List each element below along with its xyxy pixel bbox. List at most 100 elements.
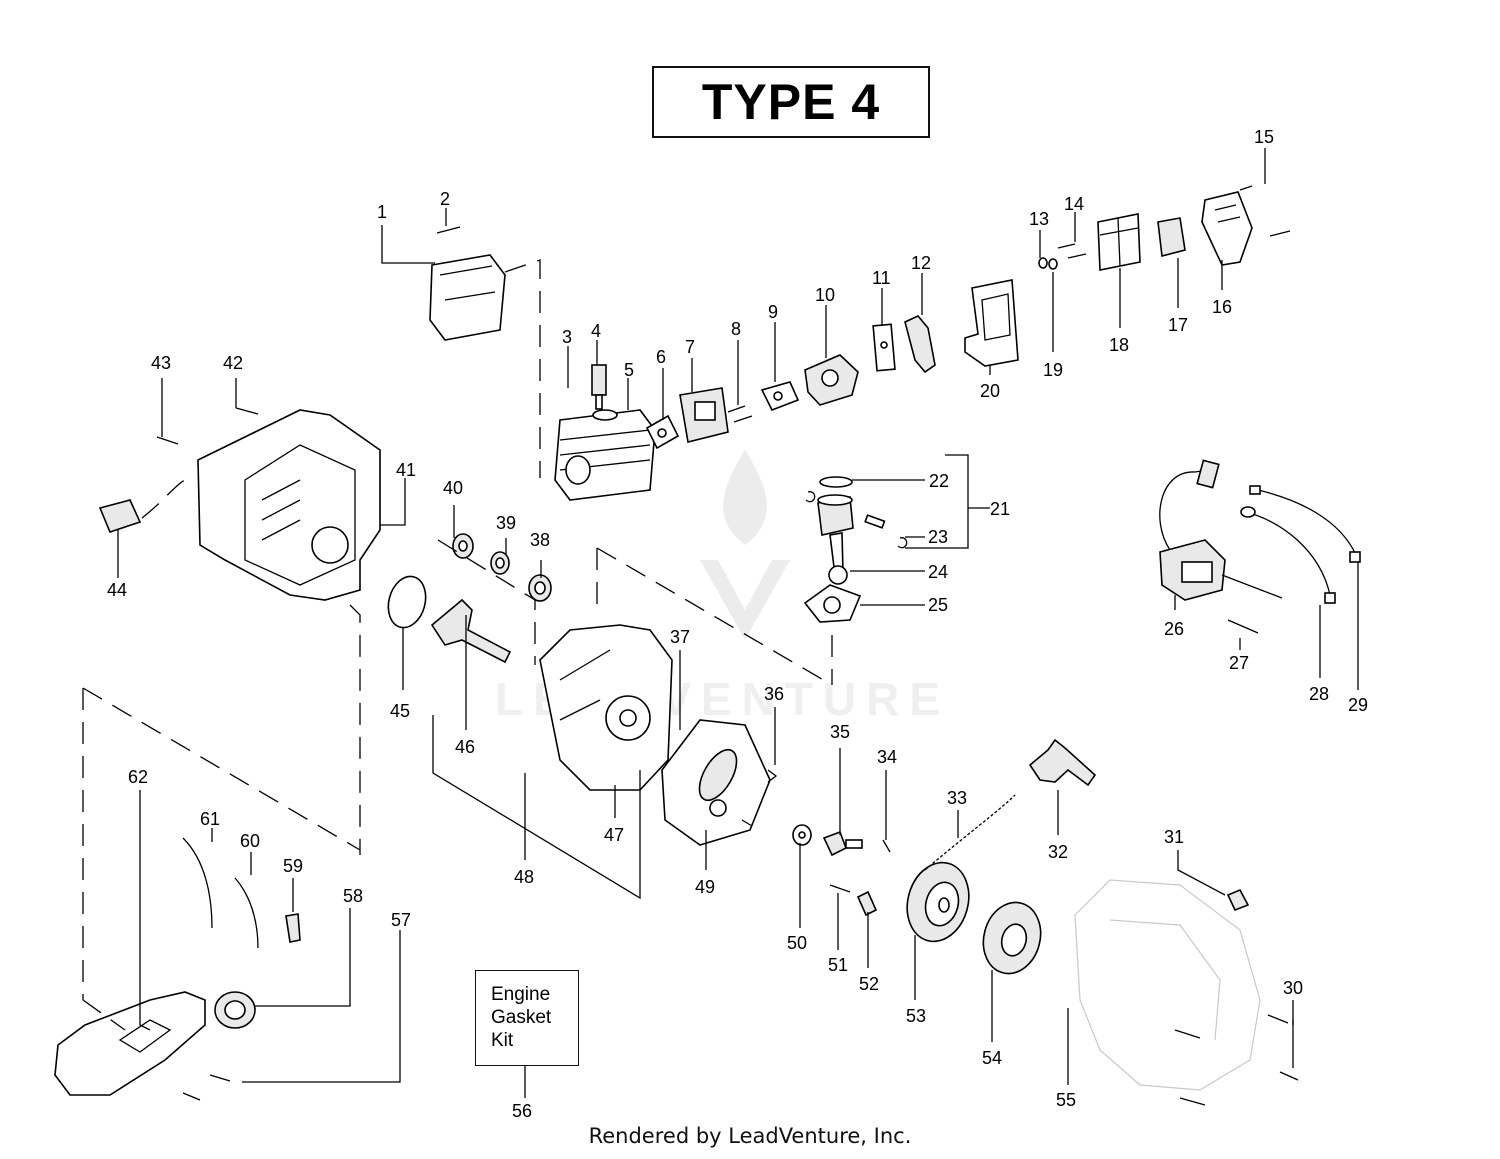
part-crankshaft bbox=[430, 598, 512, 664]
part-gasket-small bbox=[872, 323, 896, 372]
callout-16: 16 bbox=[1212, 297, 1232, 317]
kit-label-line-3: Kit bbox=[491, 1030, 514, 1051]
callout-13: 13 bbox=[1029, 209, 1049, 229]
callout-59: 59 bbox=[283, 856, 303, 876]
callout-6: 6 bbox=[656, 347, 666, 367]
callout-50: 50 bbox=[787, 933, 807, 953]
callout-4: 4 bbox=[591, 321, 601, 341]
part-intake-gasket bbox=[645, 414, 680, 450]
callout-5: 5 bbox=[624, 360, 634, 380]
diagram-title: TYPE 4 bbox=[701, 74, 881, 130]
callout-41: 41 bbox=[396, 460, 416, 480]
part-adapter-plate bbox=[679, 387, 729, 443]
part-o-rings bbox=[1038, 257, 1058, 270]
part-bearing-40 bbox=[452, 533, 474, 559]
callout-57: 57 bbox=[391, 910, 411, 930]
part-bearing-38 bbox=[528, 574, 552, 602]
part-cover-screws bbox=[1239, 185, 1291, 237]
callout-47: 47 bbox=[604, 825, 624, 845]
part-ignition-module bbox=[1159, 459, 1226, 601]
callout-18: 18 bbox=[1109, 335, 1129, 355]
callout-54: 54 bbox=[982, 1048, 1002, 1068]
part-fuel-line-61 bbox=[182, 837, 213, 929]
callout-14: 14 bbox=[1064, 194, 1084, 214]
callout-22: 22 bbox=[929, 471, 949, 491]
callout-30: 30 bbox=[1283, 978, 1303, 998]
callout-29: 29 bbox=[1348, 695, 1368, 715]
callout-35: 35 bbox=[830, 722, 850, 742]
part-tank-screws bbox=[182, 1074, 231, 1101]
callout-10: 10 bbox=[815, 285, 835, 305]
part-starter-handle bbox=[1028, 738, 1097, 787]
part-piston-ring bbox=[819, 476, 853, 488]
callout-24: 24 bbox=[928, 562, 948, 582]
callout-45: 45 bbox=[390, 701, 410, 721]
callout-7: 7 bbox=[685, 337, 695, 357]
callout-11: 11 bbox=[872, 268, 891, 288]
callout-60: 60 bbox=[240, 831, 260, 851]
part-cylinder bbox=[554, 409, 656, 501]
callout-55: 55 bbox=[1056, 1090, 1076, 1110]
assembly-dashed-lines bbox=[82, 259, 833, 1031]
callout-15: 15 bbox=[1254, 127, 1274, 147]
part-spring bbox=[741, 769, 778, 827]
part-pawl bbox=[856, 890, 878, 917]
callout-17: 17 bbox=[1168, 315, 1188, 335]
callout-52: 52 bbox=[859, 974, 879, 994]
part-seal-ring bbox=[387, 575, 427, 629]
part-starter-housing bbox=[1074, 879, 1261, 1091]
part-small-screw-34 bbox=[882, 839, 891, 853]
leader-lines bbox=[117, 148, 1359, 1098]
part-grommet bbox=[285, 913, 301, 943]
part-spark-plug bbox=[591, 364, 607, 410]
callout-20: 20 bbox=[980, 381, 1000, 401]
kit-label-line-1: Engine bbox=[491, 984, 551, 1005]
callout-27: 27 bbox=[1229, 653, 1249, 673]
callout-38: 38 bbox=[530, 530, 550, 550]
callout-33: 33 bbox=[947, 788, 967, 808]
watermark-logo bbox=[700, 450, 790, 640]
part-screw-51 bbox=[829, 884, 851, 893]
part-starter-pulley bbox=[906, 861, 970, 943]
part-muffler-cover bbox=[429, 254, 506, 341]
callout-58: 58 bbox=[343, 886, 363, 906]
part-housing-screws bbox=[156, 407, 259, 445]
callout-31: 31 bbox=[1164, 827, 1184, 847]
callout-labels: 1 2 3 4 5 6 7 8 9 10 11 12 13 14 15 16 1… bbox=[107, 127, 1368, 1121]
part-starter-spring bbox=[982, 901, 1042, 975]
part-ground-wire bbox=[1240, 506, 1336, 604]
callout-51: 51 bbox=[828, 955, 848, 975]
part-carb-screws bbox=[727, 405, 753, 423]
callout-61: 61 bbox=[200, 809, 220, 829]
part-air-filter bbox=[1157, 217, 1186, 258]
part-air-box-bracket bbox=[964, 279, 1019, 367]
callout-44: 44 bbox=[107, 580, 127, 600]
part-fuel-line-60 bbox=[234, 877, 259, 949]
callout-9: 9 bbox=[768, 302, 778, 322]
part-clip bbox=[98, 479, 186, 533]
engine-gasket-kit-box: Engine Gasket Kit bbox=[475, 970, 579, 1066]
callout-43: 43 bbox=[151, 353, 171, 373]
part-washer bbox=[792, 824, 812, 846]
part-bearing-39 bbox=[490, 551, 510, 575]
footer-credit: Rendered by LeadVenture, Inc. bbox=[588, 1124, 912, 1148]
callout-39: 39 bbox=[496, 513, 516, 533]
part-module-screws bbox=[1221, 574, 1283, 634]
callout-48: 48 bbox=[514, 867, 534, 887]
part-stop-wire bbox=[1249, 485, 1361, 563]
callout-2: 2 bbox=[440, 189, 450, 209]
part-crankcase-half bbox=[661, 719, 771, 846]
part-piston-pin bbox=[864, 514, 886, 529]
callout-62: 62 bbox=[128, 767, 148, 787]
part-carb-gasket bbox=[760, 381, 800, 412]
callout-34: 34 bbox=[877, 747, 897, 767]
callout-37: 37 bbox=[670, 627, 690, 647]
part-circlips bbox=[805, 491, 908, 549]
callout-3: 3 bbox=[562, 327, 572, 347]
part-filter-base bbox=[1097, 213, 1141, 271]
callout-53: 53 bbox=[906, 1006, 926, 1026]
part-piston bbox=[817, 494, 854, 536]
callout-36: 36 bbox=[764, 684, 784, 704]
part-housing-tab bbox=[1226, 888, 1250, 912]
